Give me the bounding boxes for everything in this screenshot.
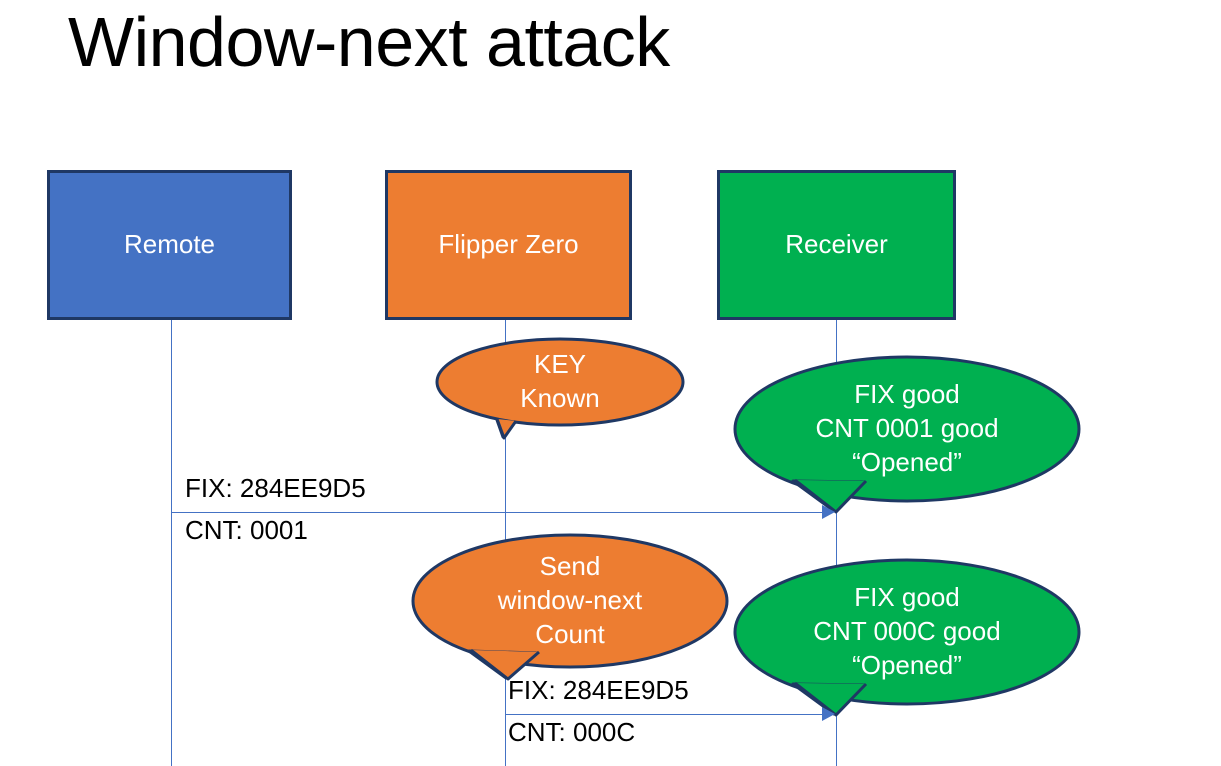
message-label-below-1: CNT: 0001 bbox=[185, 515, 308, 545]
actor-label-receiver: Receiver bbox=[785, 229, 888, 260]
lifeline-receiver bbox=[836, 320, 837, 766]
message-line-flipper-to-receiver bbox=[505, 714, 823, 715]
callout-key-known-shape bbox=[435, 337, 685, 440]
callout-send-window-next[interactable]: Send window-next Count bbox=[411, 533, 729, 681]
message-line-remote-to-receiver bbox=[171, 512, 823, 513]
message-arrowhead-remote-to-receiver bbox=[822, 505, 835, 519]
actor-box-remote[interactable]: Remote bbox=[47, 170, 292, 320]
message-arrowhead-flipper-to-receiver bbox=[822, 707, 835, 721]
message-label-above-2: FIX: 284EE9D5 bbox=[508, 675, 689, 705]
message-label-below-2: CNT: 000C bbox=[508, 717, 636, 747]
callout-send-window-next-shape bbox=[411, 533, 729, 681]
callout-receiver-ack-1[interactable]: FIX good CNT 0001 good “Opened” bbox=[733, 353, 1081, 515]
callout-receiver-ack-2-shape bbox=[733, 558, 1081, 717]
actor-box-flipper-zero[interactable]: Flipper Zero bbox=[385, 170, 632, 320]
message-label-above-1: FIX: 284EE9D5 bbox=[185, 473, 366, 503]
page-title: Window-next attack bbox=[68, 3, 670, 81]
actor-box-receiver[interactable]: Receiver bbox=[717, 170, 956, 320]
actor-label-remote: Remote bbox=[123, 229, 216, 260]
callout-receiver-ack-1-shape bbox=[733, 355, 1081, 514]
actor-label-flipper-zero: Flipper Zero bbox=[438, 229, 579, 260]
callout-key-known[interactable]: KEY Known bbox=[435, 333, 685, 443]
lifeline-remote bbox=[171, 320, 172, 766]
callout-receiver-ack-2[interactable]: FIX good CNT 000C good “Opened” bbox=[733, 556, 1081, 718]
